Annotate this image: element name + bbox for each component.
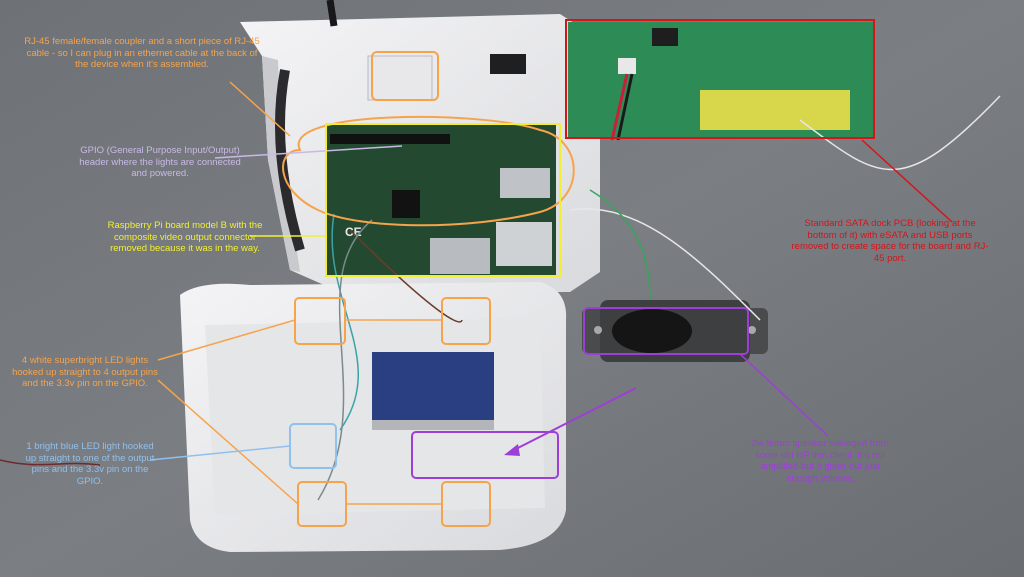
annotation-gpio-header: GPIO (General Purpose Input/Output) head… xyxy=(79,145,241,179)
callout-sata-box xyxy=(565,19,875,139)
callout-gpio-pointer xyxy=(214,145,403,159)
callout-pi-box xyxy=(325,123,561,277)
raspberry-pi-board: CE xyxy=(326,124,556,276)
callout-led-cable-loop xyxy=(282,115,575,227)
callout-speaker-mount-box xyxy=(411,431,559,479)
ce-mark: CE xyxy=(345,225,362,239)
callout-led-box-2 xyxy=(441,297,491,345)
callout-rj45-box xyxy=(371,51,439,101)
annotation-rj45-coupler: RJ-45 female/female coupler and a short … xyxy=(24,36,260,70)
callout-rj45-pointer xyxy=(229,81,291,137)
annotation-white-leds: 4 white superbright LED lights hooked up… xyxy=(12,355,158,389)
callout-blue-led-pointer xyxy=(149,445,291,461)
callout-sata-pointer xyxy=(861,139,953,223)
callout-speaker-arrow xyxy=(509,387,637,453)
callout-speaker-arrowhead xyxy=(504,444,520,456)
callout-speaker-pointer xyxy=(739,353,829,437)
bottom-case xyxy=(180,282,567,552)
annotation-blue-led: 1 bright blue LED light hooked up straig… xyxy=(25,441,155,487)
sata-pcb xyxy=(568,22,874,141)
speaker xyxy=(582,300,768,362)
callout-led-box-1 xyxy=(294,297,346,345)
annotation-speaker: 2w 8ohm speaker salvaged from some old H… xyxy=(751,438,889,484)
callout-led-pointer-bottom xyxy=(157,379,299,505)
callout-led-pointer-top xyxy=(157,319,296,361)
annotation-sata-pcb: Standard SATA dock PCB (looking at the b… xyxy=(791,218,989,264)
power-cable xyxy=(326,0,338,27)
callout-speaker-box xyxy=(583,307,749,355)
annotation-raspberry-pi: Raspberry Pi board model B with the comp… xyxy=(107,220,263,254)
